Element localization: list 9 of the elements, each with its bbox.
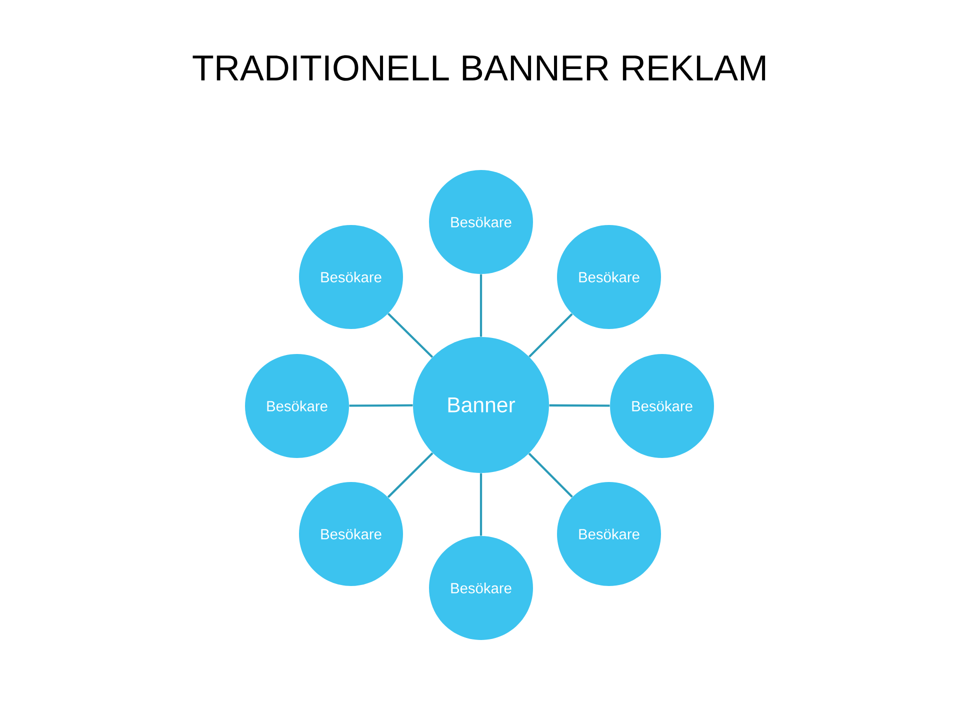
connector-line	[349, 404, 413, 407]
title: TRADITIONELL BANNER REKLAM	[192, 55, 766, 81]
connector-line	[480, 274, 482, 337]
connector-line	[388, 312, 434, 358]
connector-line	[549, 404, 610, 407]
connector-line	[528, 313, 573, 358]
connector-line	[528, 452, 573, 498]
connector-line	[480, 473, 482, 536]
connector-line	[387, 452, 434, 498]
